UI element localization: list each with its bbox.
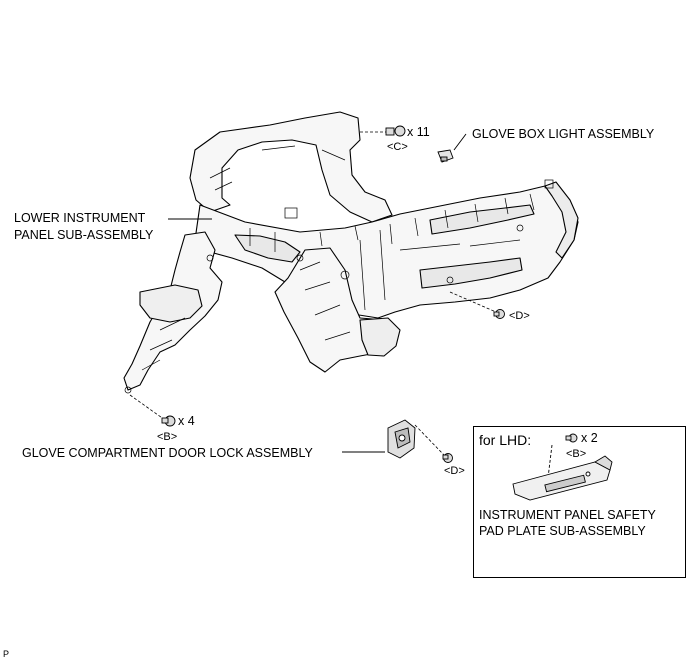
lhd-inset-box (473, 426, 686, 578)
corner-mark: P (3, 649, 10, 659)
lower-instrument-panel-details (124, 145, 554, 394)
label-lower-panel-line2: PANEL SUB-ASSEMBLY (14, 228, 154, 242)
bolt-d-lower-icon (442, 453, 453, 463)
label-lower-panel-line1: LOWER INSTRUMENT (14, 211, 146, 225)
leader-lhd-bolt (547, 444, 553, 479)
leader-glove-box-light (453, 133, 467, 151)
fastener-c-code: <C> (387, 141, 408, 153)
label-for-lhd: for LHD: (479, 432, 532, 448)
bolt-b-icon (161, 415, 176, 427)
fastener-b-qty: x 4 (178, 414, 195, 428)
fastener-d-right-code: <D> (509, 310, 530, 322)
leader-lines (168, 133, 553, 479)
label-pad-plate-line1: INSTRUMENT PANEL SAFETY (479, 508, 656, 522)
label-glove-box-light: GLOVE BOX LIGHT ASSEMBLY (472, 127, 655, 141)
fastener-d-lower-code: <D> (444, 465, 465, 477)
glove-door-lock-drawing (387, 419, 416, 459)
fastener-b-code: <B> (157, 431, 178, 443)
label-pad-plate-line2: PAD PLATE SUB-ASSEMBLY (479, 524, 646, 538)
bolt-d-right-icon (493, 309, 505, 319)
lower-instrument-panel-drawing (123, 111, 579, 391)
fastener-c-qty: x 11 (407, 125, 430, 139)
glove-box-light-drawing (437, 149, 454, 163)
pad-plate-drawing (512, 455, 613, 501)
fastener-lhd-b-qty: x 2 (581, 431, 598, 445)
lhd-bolt-icon (565, 433, 578, 443)
bolt-c-icon (385, 125, 406, 137)
fastener-lhd-b-code: <B> (566, 448, 587, 460)
label-glove-door-lock: GLOVE COMPARTMENT DOOR LOCK ASSEMBLY (22, 446, 313, 460)
